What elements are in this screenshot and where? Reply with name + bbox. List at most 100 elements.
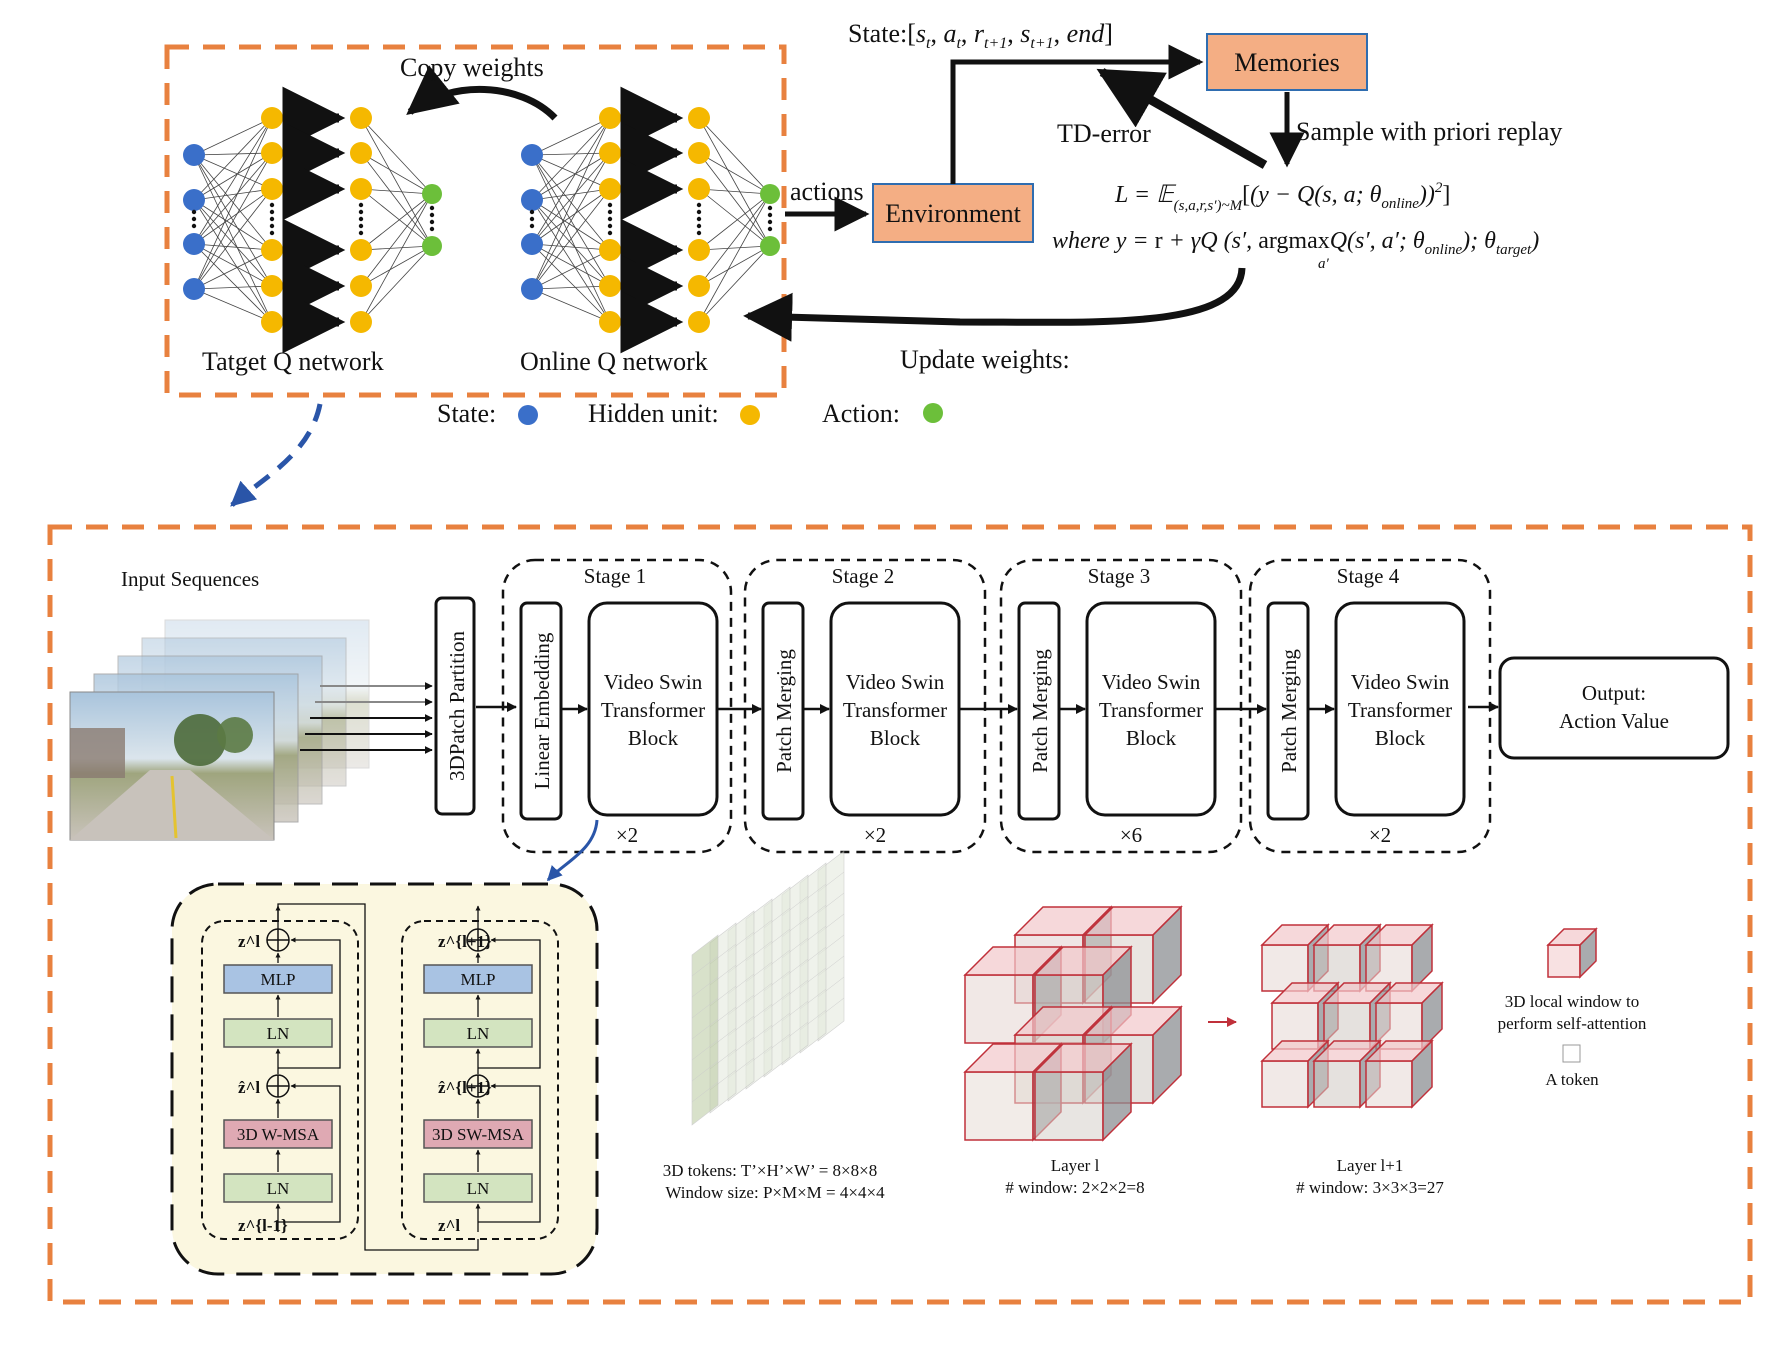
connection (193, 199, 273, 323)
connection (360, 152, 433, 195)
state-node (521, 144, 543, 166)
sublayer-frame (201, 920, 359, 1240)
action-node (760, 236, 780, 256)
connection (531, 188, 611, 245)
ln-box (423, 1173, 533, 1203)
hidden-node (688, 311, 710, 333)
msa-box (423, 1119, 533, 1149)
connection (531, 199, 611, 251)
update-weights-arrow (743, 267, 1246, 342)
hidden-node (599, 311, 621, 333)
ellipsis-dot (429, 212, 435, 218)
connection (531, 154, 611, 190)
ellipsis-dot (607, 209, 613, 215)
hidden-node (599, 275, 621, 297)
ellipsis-dot (358, 230, 364, 236)
connection (698, 188, 771, 247)
connection (531, 152, 611, 201)
target-q-network (183, 86, 442, 354)
state-node (183, 189, 205, 211)
token-grid-illustration (691, 850, 845, 1126)
argmax-subscript: a′ (1318, 256, 1330, 272)
td-error-arrow (1096, 68, 1268, 169)
connection (698, 193, 771, 287)
token-gridline (691, 997, 719, 1019)
actions-label: actions (790, 177, 864, 206)
block-label-line3: Block (870, 726, 921, 750)
block-label-line2: Transformer (843, 698, 947, 722)
ellipsis-dot (767, 212, 773, 218)
ellipsis-dot (696, 230, 702, 236)
z-hat-label: ẑ^l (238, 1078, 260, 1097)
hidden-node (350, 275, 372, 297)
hidden-node (261, 239, 283, 261)
block-label-line3: Block (1126, 726, 1177, 750)
sublayer-frame (401, 920, 559, 1240)
connection (360, 245, 433, 287)
ln-box (223, 1173, 333, 1203)
msa-box-label: 3D W-MSA (237, 1125, 320, 1144)
token-icon (1562, 1044, 1581, 1063)
layer-l-windows (963, 905, 1183, 1142)
state-node (521, 189, 543, 211)
ellipsis-dot (269, 202, 275, 208)
connection (531, 199, 611, 287)
ellipsis-dot (696, 223, 702, 229)
patch-merging-box (761, 601, 805, 821)
ellipsis-dot (696, 202, 702, 208)
connection (193, 188, 273, 290)
block-label-line2: Transformer (1348, 698, 1452, 722)
connection (360, 245, 433, 251)
connection (193, 152, 273, 201)
ellipsis-dot (529, 223, 535, 229)
patch-merging-box (1266, 601, 1310, 821)
mlp-box-label: MLP (461, 970, 496, 989)
output-box (1498, 656, 1730, 760)
connection (698, 193, 771, 251)
ellipsis-dot (191, 223, 197, 229)
online-q-network (521, 86, 780, 354)
msa-box-label: 3D SW-MSA (432, 1125, 525, 1144)
action-value-label: Action Value (1559, 709, 1669, 733)
ellipsis-dot (358, 223, 364, 229)
legend-token-label: A token (1545, 1070, 1599, 1089)
ellipsis-dot (191, 209, 197, 215)
connection (531, 152, 611, 290)
mlp-box (223, 964, 333, 994)
ln-box-label: LN (267, 1179, 290, 1198)
ellipsis-dot (358, 216, 364, 222)
connection (698, 245, 771, 251)
connection (193, 288, 273, 323)
connection (193, 188, 273, 201)
state-transition-arrow (950, 44, 1204, 184)
video-swin-block (1334, 601, 1466, 817)
action-node-icon (923, 403, 943, 423)
state-node-icon (518, 405, 538, 425)
connection (193, 249, 273, 290)
linear-embedding-box (519, 601, 563, 821)
connection (360, 117, 433, 195)
online-network-label: Online Q network (520, 347, 708, 376)
ellipsis-dot (607, 202, 613, 208)
connection (193, 117, 273, 290)
ln-box (223, 1018, 333, 1048)
connection (698, 117, 771, 247)
input-sequences-label: Input Sequences (121, 567, 259, 591)
connection (531, 117, 611, 201)
td-error-label: TD-error (1057, 119, 1151, 148)
connection (531, 285, 611, 290)
ln-box-label: LN (467, 1179, 490, 1198)
connection (193, 243, 273, 251)
window-face (1365, 1060, 1413, 1108)
connection (531, 152, 611, 245)
ellipsis-dot (696, 209, 702, 215)
block-label-line3: Block (628, 726, 679, 750)
connection (193, 188, 273, 245)
connection (531, 199, 611, 323)
hidden-node (688, 178, 710, 200)
layer-l1-windows (1260, 923, 1444, 1109)
action-node (760, 184, 780, 204)
connection (531, 288, 611, 323)
